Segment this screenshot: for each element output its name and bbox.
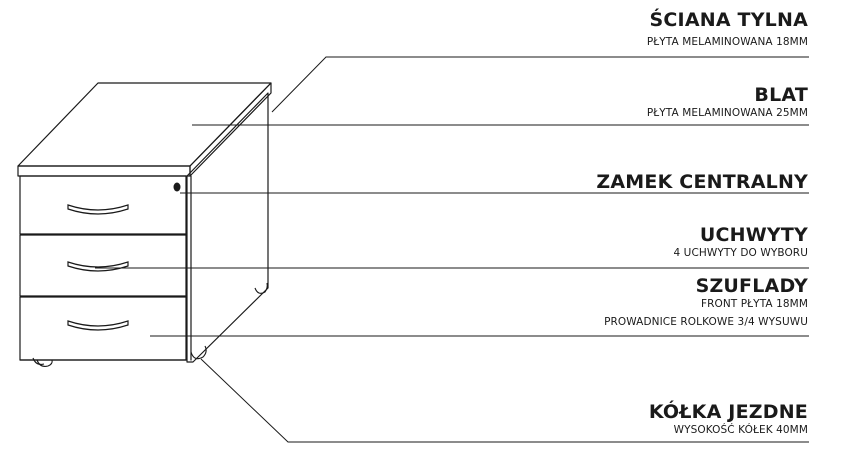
drawer-handle-3	[67, 320, 129, 331]
drawer-handle-2	[67, 261, 129, 272]
callout-sciana: ŚCIANA TYLNA PŁYTA MELAMINOWANA 18MM	[647, 9, 808, 50]
drawer-3	[19, 296, 187, 361]
callout-blat: BLAT PŁYTA MELAMINOWANA 25MM	[647, 84, 808, 121]
callout-title: KÓŁKA JEZDNE	[648, 401, 808, 423]
wheel-back-right	[254, 282, 268, 294]
callout-title: BLAT	[754, 84, 808, 106]
callout-detail: PŁYTA MELAMINOWANA 25MM	[646, 107, 808, 119]
callout-title: ŚCIANA TYLNA	[649, 9, 808, 31]
callout-szuflady: SZUFLADY FRONT PŁYTA 18MM PROWADNICE ROL…	[604, 275, 808, 330]
callout-detail: 4 UCHWYTY DO WYBORU	[673, 247, 808, 259]
drawer-handle-1	[67, 204, 129, 215]
callout-zamek: ZAMEK CENTRALNY	[596, 171, 808, 193]
leader-kolka	[200, 358, 809, 443]
wheel-front-left	[36, 359, 53, 367]
cabinet-top-edge	[17, 165, 191, 177]
callout-detail: PROWADNICE ROLKOWE 3/4 WYSUWU	[604, 316, 808, 328]
callout-title: UCHWYTY	[699, 224, 808, 246]
wheel-front-left-2	[32, 357, 45, 365]
drawer-2	[19, 234, 187, 297]
callout-detail: FRONT PŁYTA 18MM	[700, 298, 808, 310]
wheel-front-right	[190, 345, 207, 360]
cabinet-side-panel	[186, 92, 269, 363]
central-lock	[173, 182, 181, 192]
callout-kolka: KÓŁKA JEZDNE WYSOKOŚĆ KÓŁEK 40MM	[649, 401, 808, 438]
callout-uchwyty: UCHWYTY 4 UCHWYTY DO WYBORU	[673, 224, 808, 261]
callout-title: ZAMEK CENTRALNY	[596, 171, 808, 193]
cabinet-top-side-edge	[189, 82, 272, 177]
leader-sciana	[271, 56, 809, 113]
callout-detail: WYSOKOŚĆ KÓŁEK 40MM	[673, 424, 808, 436]
callout-title: SZUFLADY	[695, 275, 808, 297]
drawer-1	[19, 175, 187, 235]
callout-detail: PŁYTA MELAMINOWANA 18MM	[646, 36, 808, 48]
